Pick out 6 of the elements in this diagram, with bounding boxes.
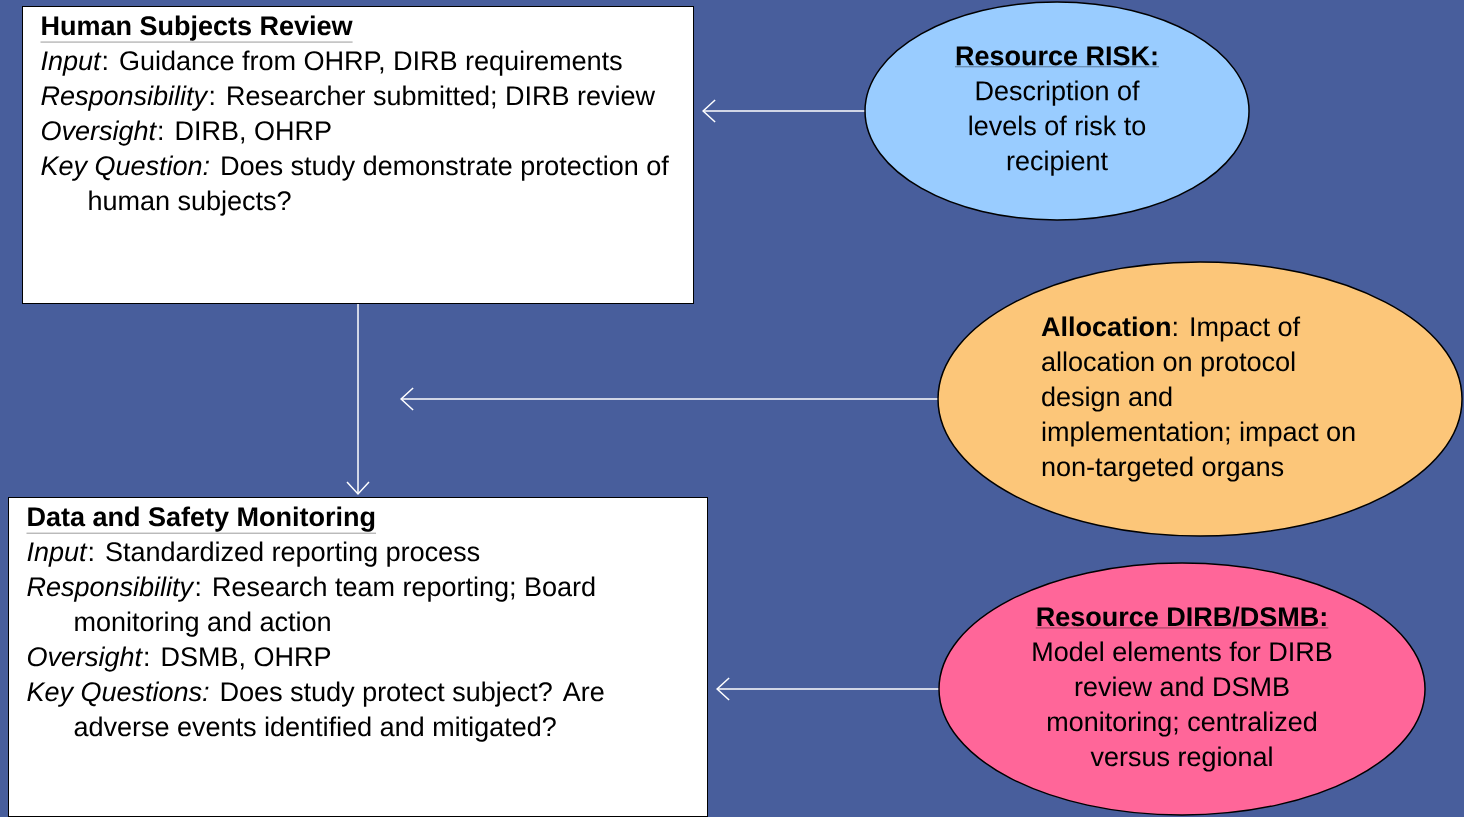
text-box: Human Subjects Review Input: Guidance from OHRP, DIRB requirements Responsibility: Researcher submitted; DIRB review Oversight: DIRB, OHRP Key Question: Does study demonstrate protection of human subjects? [22, 6, 694, 304]
arrow [346, 303, 370, 495]
arrow [400, 387, 938, 411]
text-box: Data and Safety Monitoring Input: Standardized reporting process Responsibility: Research team reporting; Board monitoring and action Oversight: DSMB, OHRP Key Questions: Does study protect subject? Are adverse events identified and mitigated? [8, 497, 708, 817]
arrow [702, 99, 865, 123]
arrow [716, 677, 939, 701]
